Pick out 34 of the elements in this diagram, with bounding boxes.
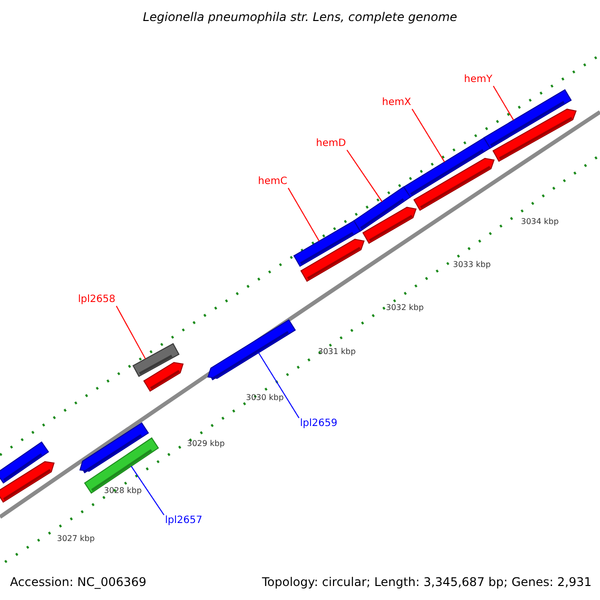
scale-label: 3033 kbp xyxy=(453,261,491,269)
leader-line xyxy=(492,86,514,121)
scale-label: 3029 kbp xyxy=(187,440,225,448)
gene-feature xyxy=(293,220,361,267)
leader-line xyxy=(412,108,446,162)
footer-text: Accession: NC_006369 xyxy=(10,576,146,588)
gene-label: lpl2657 xyxy=(165,516,202,526)
gene-feature xyxy=(0,461,55,503)
leader-line xyxy=(288,188,320,242)
leader-line xyxy=(130,466,164,516)
leader-line xyxy=(258,352,300,418)
gene-feature xyxy=(0,441,50,484)
scale-label: 3030 kbp xyxy=(246,394,284,402)
gene-feature xyxy=(132,343,180,377)
scale-label: 3031 kbp xyxy=(318,348,356,356)
gene-feature xyxy=(483,89,572,149)
gene-feature xyxy=(84,437,159,494)
leader-line xyxy=(346,150,383,202)
gene-label: lpl2658 xyxy=(78,295,116,305)
footer-text: Topology: circular; Length: 3,345,687 bp; Genes: 2,931 xyxy=(262,576,592,588)
gene-label: lpl2659 xyxy=(300,419,338,429)
gene-label: hemY xyxy=(464,75,492,85)
gene-label: hemC xyxy=(258,177,288,187)
gene-label: hemX xyxy=(382,98,412,108)
scale-label: 3032 kbp xyxy=(386,304,424,312)
scale-label: 3034 kbp xyxy=(521,218,559,226)
gene-feature xyxy=(207,319,296,380)
leader-line xyxy=(116,306,146,360)
scale-label: 3028 kbp xyxy=(104,487,142,495)
gene-label: hemD xyxy=(316,139,346,149)
title: Legionella pneumophila str. Lens, complete genome xyxy=(142,11,458,23)
gene-feature xyxy=(403,137,491,198)
gene-feature xyxy=(352,186,412,232)
scale-label: 3027 kbp xyxy=(57,535,95,543)
